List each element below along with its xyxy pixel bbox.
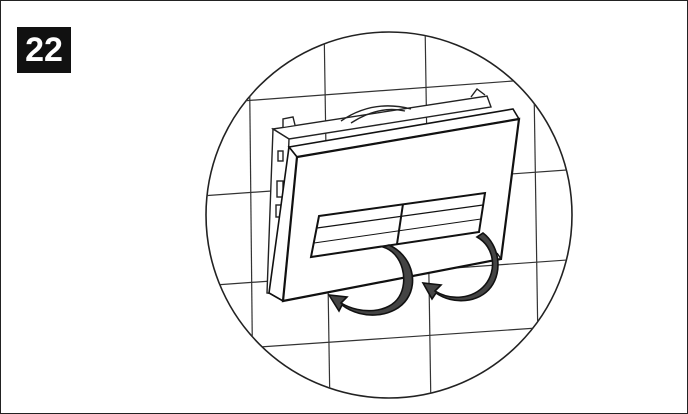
flush-buttons	[309, 191, 487, 259]
rotate-arrow-icon	[421, 232, 499, 302]
step-badge: 22	[17, 27, 71, 73]
step-number: 22	[25, 31, 63, 69]
rotate-arrow-icon	[327, 244, 414, 316]
